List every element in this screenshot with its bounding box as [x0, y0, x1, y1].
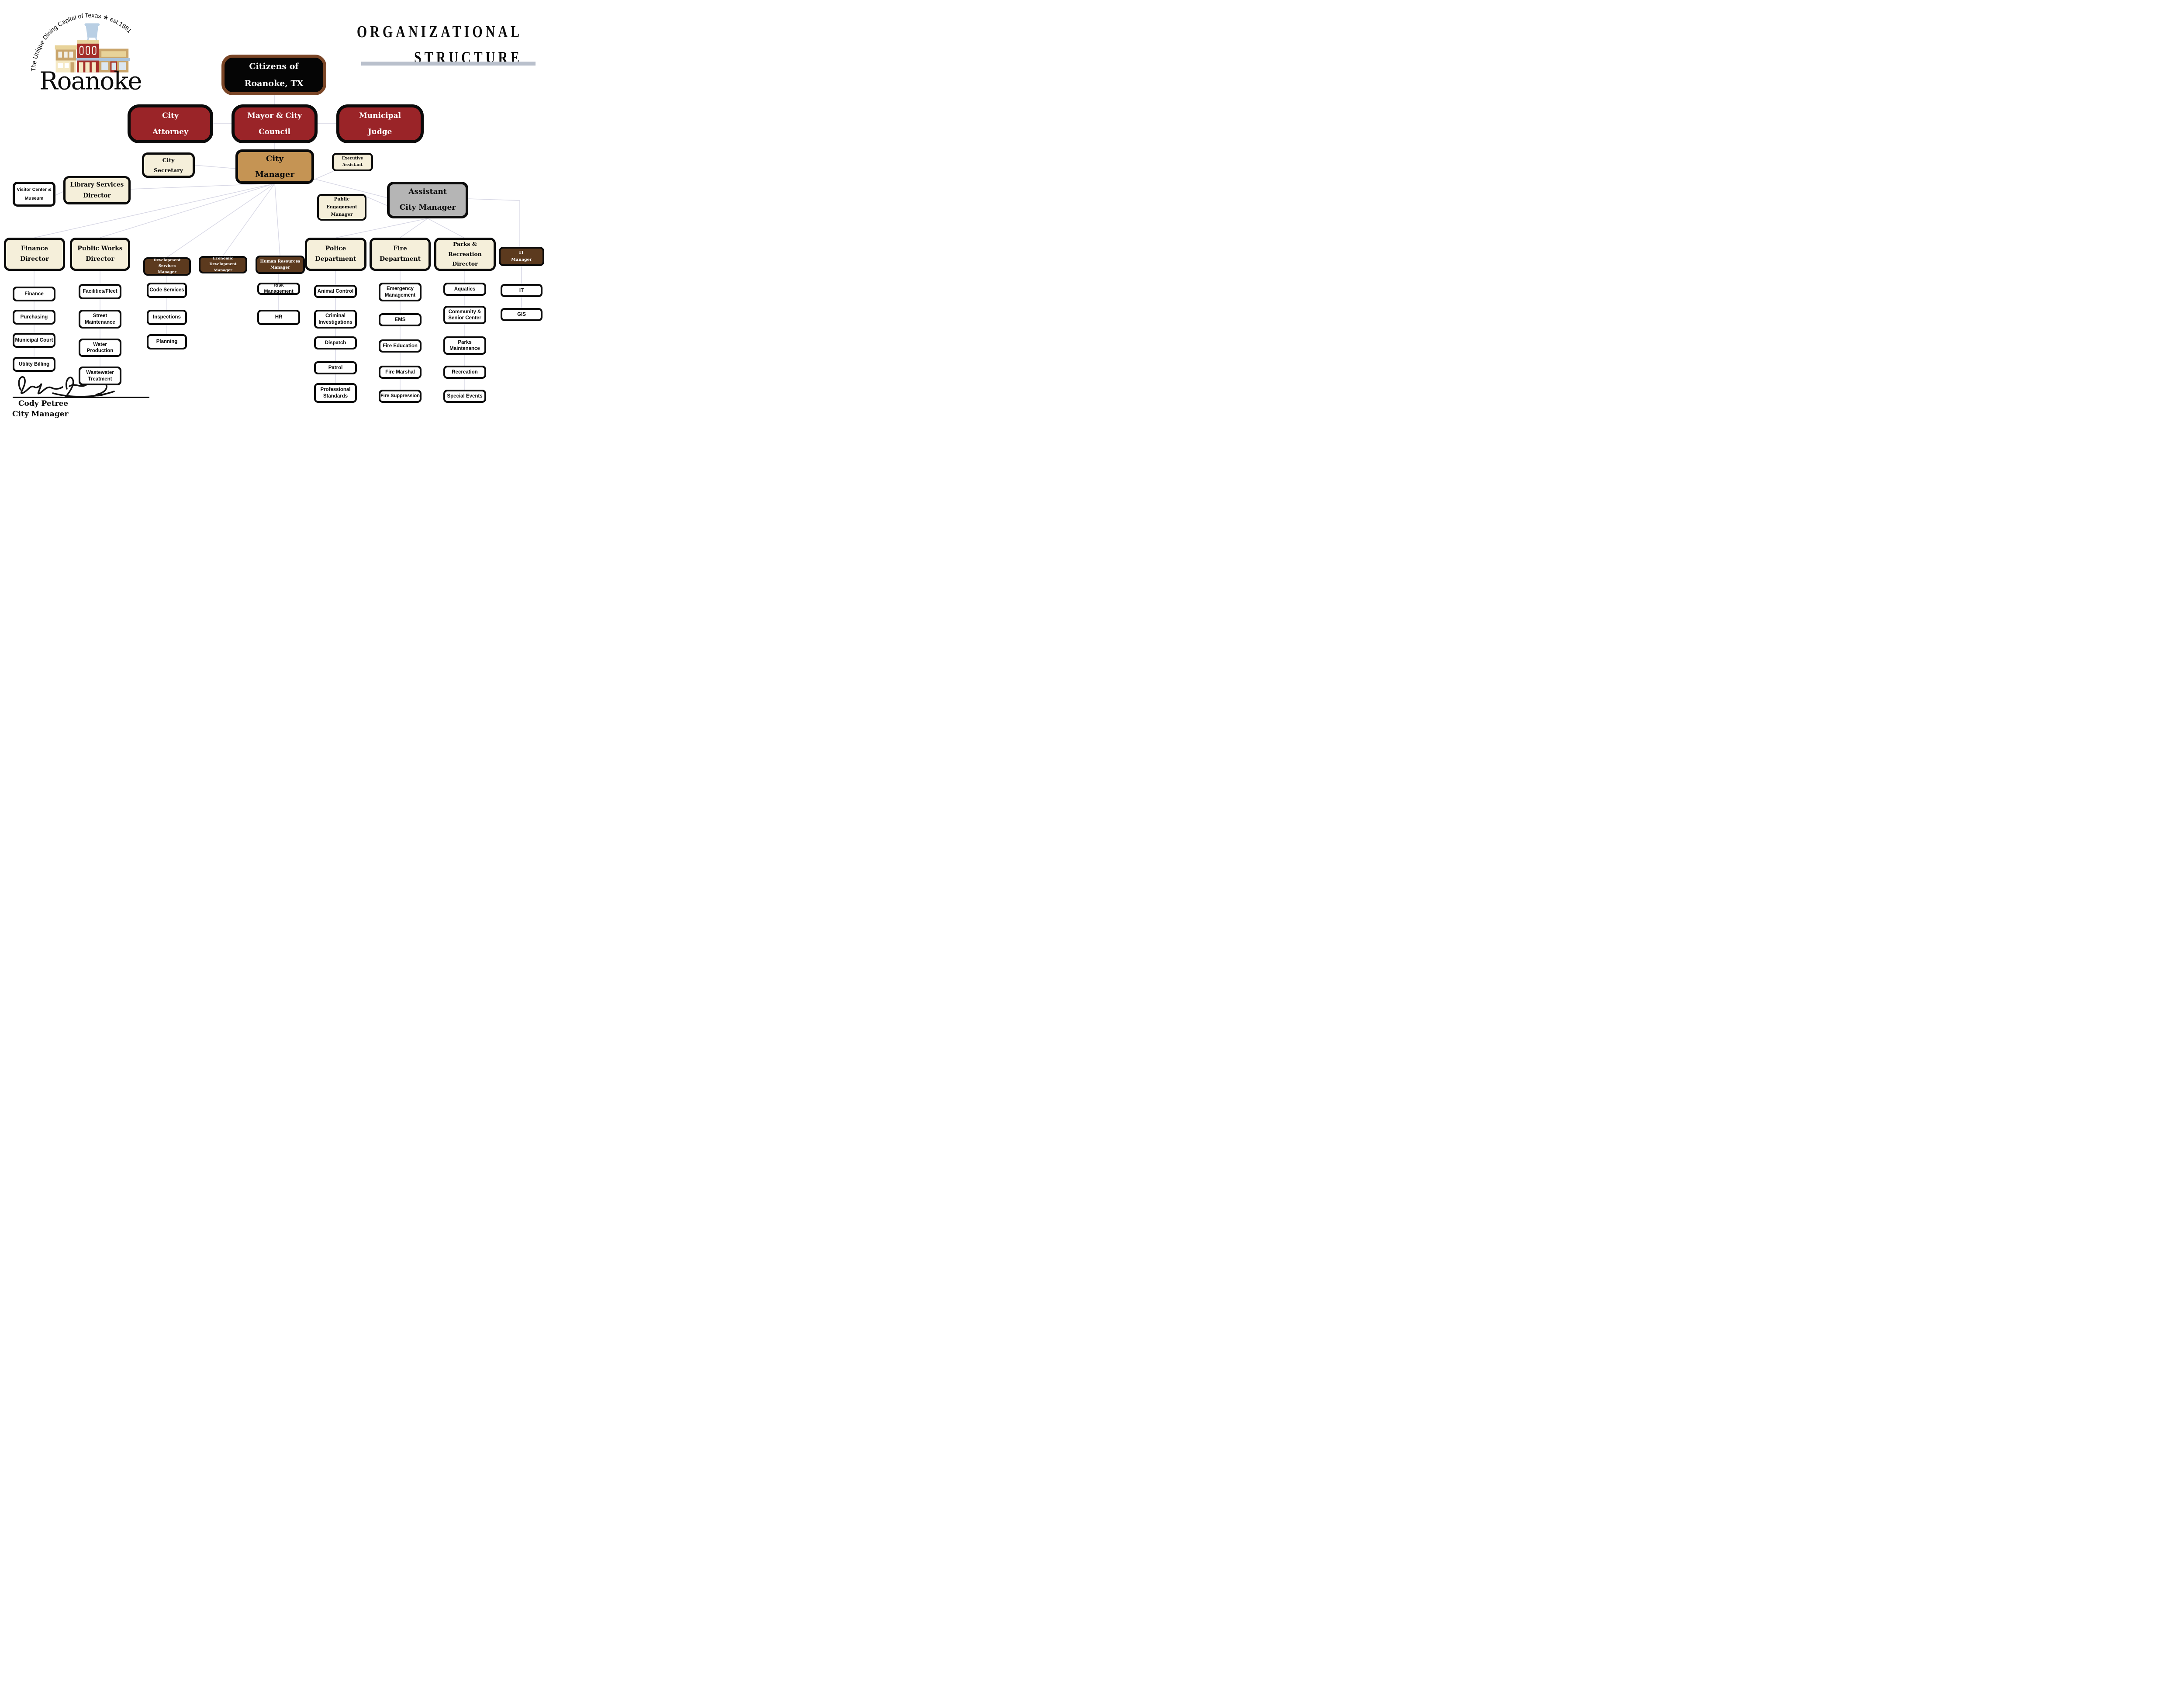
- logo-wordmark: Roanoke: [39, 67, 141, 93]
- org-node-pa4: Recreation: [443, 366, 486, 379]
- org-node-it-manager: IT Manager: [499, 247, 544, 266]
- org-node-visitor-center: Visitor Center & Museum: [13, 182, 55, 207]
- org-node-fi1: Emergency Management: [379, 283, 422, 301]
- org-node-ds1: Code Services: [147, 283, 187, 298]
- org-chart-page: The Unique Dining Capital of Texas ★ est…: [0, 0, 546, 422]
- org-node-public-engagement: Public Engagement Manager: [317, 194, 366, 221]
- org-node-city-manager: City Manager: [235, 149, 314, 184]
- org-node-finance-director: Finance Director: [4, 238, 65, 271]
- connector-line: [34, 183, 275, 238]
- connector-line: [274, 183, 280, 256]
- org-node-exec-assistant: Executive Assistant: [332, 153, 373, 171]
- org-node-econ-dev-mgr: Economic Development Manager: [199, 256, 247, 273]
- org-node-public-works-director: Public Works Director: [70, 238, 130, 271]
- org-node-fin4: Utility Billing: [13, 357, 55, 372]
- signature-name: Cody Petree: [18, 399, 69, 408]
- connector-line: [313, 178, 388, 198]
- connector-line: [194, 165, 236, 169]
- org-node-pw3: Water Production: [79, 339, 121, 357]
- org-node-library-services: Library Services Director: [63, 176, 131, 204]
- connector-line: [166, 183, 275, 258]
- org-node-citizens: Citizens of Roanoke, TX: [221, 55, 326, 95]
- org-node-dev-services-mgr: Development Services Manager: [143, 257, 191, 276]
- org-node-hr1: Risk Management: [257, 283, 300, 295]
- org-node-city-attorney: City Attorney: [128, 104, 213, 143]
- org-node-po2: Criminal Investigations: [314, 310, 357, 329]
- org-node-fire-dept: Fire Department: [370, 238, 431, 271]
- org-node-po5: Professional Standards: [314, 383, 357, 403]
- page-title-line2: STRUCTURE: [414, 48, 522, 67]
- org-node-hr2: HR: [257, 310, 300, 325]
- org-node-po1: Animal Control: [314, 285, 357, 298]
- connector-line: [100, 183, 275, 238]
- connector-line: [130, 183, 275, 190]
- org-node-pa2: Community & Senior Center: [443, 306, 486, 324]
- org-node-fi2: EMS: [379, 313, 422, 326]
- org-node-it2: GIS: [501, 308, 543, 321]
- org-node-po4: Patrol: [314, 361, 357, 374]
- connector-line: [336, 218, 428, 238]
- org-node-fi5: Fire Suppression: [379, 390, 422, 403]
- connector-line: [468, 198, 520, 201]
- storefront-buildings-illustration: [55, 40, 131, 73]
- org-node-pw2: Street Maintenance: [79, 310, 121, 329]
- org-node-fin2: Purchasing: [13, 310, 55, 325]
- org-node-fi3: Fire Education: [379, 339, 422, 353]
- connector-line: [313, 171, 334, 180]
- org-node-police-dept: Police Department: [305, 238, 366, 271]
- org-node-fin1: Finance: [13, 287, 55, 301]
- org-node-fin3: Municipal Court: [13, 333, 55, 348]
- connector-line: [427, 218, 464, 238]
- org-node-city-secretary: City Secretary: [142, 152, 195, 178]
- org-node-pw1: Facilities/Fleet: [79, 284, 121, 299]
- org-node-pa5: Special Events: [443, 390, 486, 403]
- org-node-parks-rec-director: Parks & Recreation Director: [434, 238, 496, 271]
- signature-title: City Manager: [12, 410, 69, 419]
- title-underline-bar: [361, 62, 536, 66]
- signature-line: [13, 397, 149, 398]
- connector-line: [55, 191, 64, 196]
- page-title-line1: ORGANIZATIONAL: [356, 22, 522, 41]
- roanoke-logo: The Unique Dining Capital of Texas ★ est…: [30, 12, 142, 93]
- org-node-pa1: Aquatics: [443, 283, 486, 296]
- org-node-hr-mgr: Human Resources Manager: [256, 256, 305, 274]
- org-node-pa3: Parks Maintenance: [443, 336, 486, 355]
- connector-lines: [34, 95, 522, 390]
- connector-line: [365, 196, 388, 206]
- org-node-ds3: Planning: [147, 334, 187, 349]
- org-node-ds2: Inspections: [147, 310, 187, 325]
- org-node-fi4: Fire Marshal: [379, 366, 422, 379]
- connector-line: [400, 218, 428, 238]
- org-node-mayor-council: Mayor & City Council: [232, 104, 318, 143]
- connector-line: [222, 183, 275, 256]
- org-node-it1: IT: [501, 284, 543, 297]
- org-node-assistant-city-manager: Assistant City Manager: [387, 182, 468, 218]
- org-node-municipal-judge: Municipal Judge: [336, 104, 424, 143]
- org-node-pw4: Wastewater Treatment: [79, 367, 121, 385]
- org-node-po3: Dispatch: [314, 336, 357, 349]
